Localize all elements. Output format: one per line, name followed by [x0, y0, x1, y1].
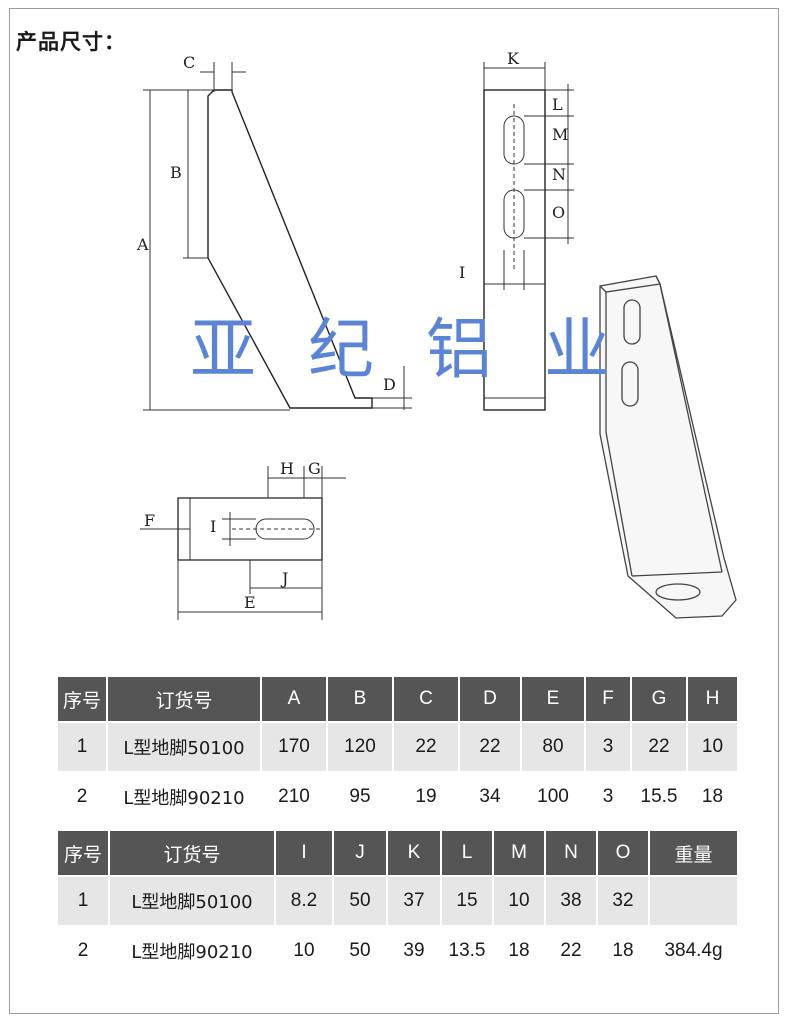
table-cell: 18	[492, 925, 546, 977]
table-cell: 19	[392, 771, 460, 823]
table-header-cell: 订货号	[108, 829, 276, 877]
table-cell: 170	[260, 721, 328, 773]
table-header-cell: H	[686, 675, 739, 723]
table-header-cell: M	[492, 829, 546, 877]
table-header-cell: A	[260, 675, 328, 723]
table-cell: 80	[520, 721, 586, 773]
dim-label-e: E	[244, 593, 256, 612]
table-cell: L型地脚50100	[106, 721, 262, 773]
dim-label-a: A	[136, 235, 149, 254]
table-cell: 50	[332, 875, 388, 927]
table-header-cell: 序号	[56, 829, 110, 877]
table-header-cell: K	[386, 829, 442, 877]
dim-label-b: B	[170, 163, 182, 182]
dim-label-m: M	[552, 125, 568, 144]
table-header-cell: E	[520, 675, 586, 723]
dim-label-o: O	[552, 203, 565, 222]
table-cell: 15.5	[630, 771, 688, 823]
table-cell: 3	[584, 721, 632, 773]
table-cell: 22	[630, 721, 688, 773]
table-row: 1 L型地脚50100 170 120 22 22 80 3 22 10	[56, 721, 739, 773]
table-cell: 13.5	[440, 925, 494, 977]
table-cell: 3	[584, 771, 632, 823]
dim-label-l: L	[552, 95, 563, 114]
dim-label-g: G	[308, 459, 321, 478]
table-header-cell: D	[458, 675, 522, 723]
table-cell: 37	[386, 875, 442, 927]
table-cell: 10	[492, 875, 546, 927]
table-cell: 1	[56, 875, 110, 927]
table-header-row: 序号 订货号 A B C D E F G H	[56, 675, 739, 723]
table-cell: 22	[392, 721, 460, 773]
table-cell: 2	[56, 771, 108, 823]
table-cell: 95	[326, 771, 394, 823]
table-cell: 384.4g	[648, 925, 739, 977]
section-heading: 产品尺寸：	[16, 30, 126, 54]
table-cell: 18	[686, 771, 739, 823]
table-cell: 8.2	[274, 875, 334, 927]
table-cell: 22	[544, 925, 598, 977]
dim-label-n: N	[552, 165, 566, 184]
table-header-cell: J	[332, 829, 388, 877]
dim-label-d: D	[383, 375, 396, 394]
dim-label-c: C	[183, 53, 195, 72]
table-cell: 1	[56, 721, 108, 773]
spec-table-1: 序号 订货号 A B C D E F G H 1 L型地脚50100 170 1…	[56, 675, 739, 823]
table-cell: L型地脚50100	[108, 875, 276, 927]
table-cell: 34	[458, 771, 522, 823]
table-cell: 15	[440, 875, 494, 927]
table-header-cell: N	[544, 829, 598, 877]
table-cell: 10	[274, 925, 334, 977]
table-cell	[648, 875, 739, 927]
table-header-cell: O	[596, 829, 650, 877]
dim-label-h: H	[280, 459, 294, 478]
table-header-cell: 订货号	[106, 675, 262, 723]
table-cell: 50	[332, 925, 388, 977]
table-header-cell: 重量	[648, 829, 739, 877]
side-view-drawing	[143, 62, 412, 411]
watermark-text: 亚纪铝业	[190, 311, 662, 388]
table-cell: 18	[596, 925, 650, 977]
table-cell: 2	[56, 925, 110, 977]
dim-label-i-front: I	[459, 263, 465, 282]
front-view-drawing	[483, 62, 574, 411]
table-cell: 38	[544, 875, 598, 927]
table-cell: 32	[596, 875, 650, 927]
table-row: 2 L型地脚90210 210 95 19 34 100 3 15.5 18	[56, 771, 739, 823]
table-cell: L型地脚90210	[106, 771, 262, 823]
dim-label-j: J	[280, 569, 288, 588]
table-header-cell: L	[440, 829, 494, 877]
page-frame	[9, 8, 779, 1014]
table-cell: 210	[260, 771, 328, 823]
technical-drawings: C A B D K L M N O I H G F I J E	[136, 49, 737, 620]
table-header-row: 序号 订货号 I J K L M N O 重量	[56, 829, 739, 877]
table-header-cell: F	[584, 675, 632, 723]
table-header-cell: C	[392, 675, 460, 723]
table-cell: 120	[326, 721, 394, 773]
isometric-drawing	[599, 275, 737, 619]
table-row: 1 L型地脚50100 8.2 50 37 15 10 38 32	[56, 875, 739, 927]
table-row: 2 L型地脚90210 10 50 39 13.5 18 22 18 384.4…	[56, 925, 739, 977]
dim-label-i-top: I	[210, 517, 216, 536]
table-header-cell: B	[326, 675, 394, 723]
table-header-cell: G	[630, 675, 688, 723]
table-cell: 39	[386, 925, 442, 977]
top-view-drawing	[140, 466, 346, 620]
table-header-cell: 序号	[56, 675, 108, 723]
dim-label-k: K	[507, 49, 520, 68]
table-cell: 22	[458, 721, 522, 773]
table-header-cell: I	[274, 829, 334, 877]
table-cell: 100	[520, 771, 586, 823]
spec-table-2: 序号 订货号 I J K L M N O 重量 1 L型地脚50100 8.2 …	[56, 829, 739, 977]
table-cell: L型地脚90210	[108, 925, 276, 977]
table-cell: 10	[686, 721, 739, 773]
dim-label-f: F	[144, 511, 155, 530]
